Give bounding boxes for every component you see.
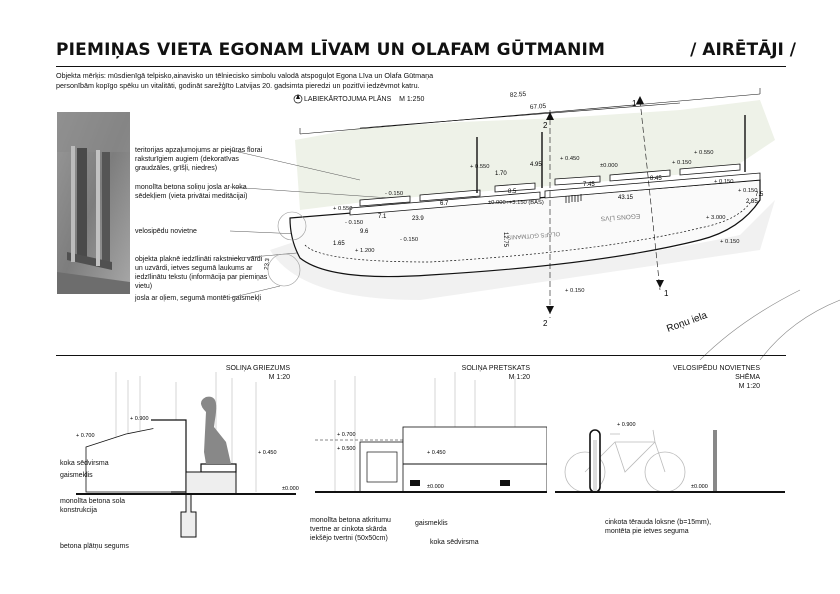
svg-text:+ 0.450: + 0.450 [560, 156, 580, 162]
svg-text:+ 0.550: + 0.550 [333, 206, 353, 212]
section-b-drawing: + 0.700 + 0.500 + 0.450 ±0.000 [315, 372, 547, 493]
svg-text:+ 0.900: + 0.900 [617, 422, 636, 428]
label-bin: monolīta betona atkritumu tvertne ar cin… [310, 517, 391, 542]
svg-text:+ 0.150: + 0.150 [714, 179, 734, 185]
legend-bike-rack: velosipēdu novietne [135, 228, 197, 235]
section-a-drawing: + 0.700 + 0.900 + 0.450 ±0.000 [76, 372, 299, 538]
section-mark-1-top: 1 [632, 99, 637, 108]
label-light-b: gaismeklis [415, 520, 448, 527]
mid-rule [56, 355, 786, 356]
svg-text:2.85: 2.85 [746, 199, 758, 205]
bicycle-icon [564, 429, 686, 493]
svg-text:±0.000: ±0.000 [600, 163, 618, 169]
svg-text:9.6: 9.6 [360, 229, 369, 235]
svg-text:+ 0.450: + 0.450 [258, 450, 277, 456]
name-egons: EGONS LĪVS [600, 212, 640, 223]
svg-text:±0.000: ±0.000 [282, 486, 299, 492]
label-steel-sheet: cinkota tērauda loksne (b=15mm), montēta… [605, 519, 712, 535]
svg-text:23.3: 23.3 [264, 257, 271, 270]
svg-text:+ 0.900: + 0.900 [130, 416, 149, 422]
svg-text:- 0.150: - 0.150 [400, 237, 418, 243]
section-mark-1-bottom: 1 [664, 289, 669, 298]
legend-benches: monolīta betona soliņu josla ar koka sēd… [135, 184, 248, 200]
svg-text:1.65: 1.65 [333, 241, 345, 247]
legend-pebbles: josla ar oļiem, segumā montēti gaismekļi [135, 295, 262, 302]
svg-text:6.7: 6.7 [440, 201, 449, 207]
section-c-drawing: + 0.900 ±0.000 [555, 422, 785, 493]
svg-text:+ 0.700: + 0.700 [337, 432, 356, 438]
legend-names: objekta plaknē iedzīlināti rakstnieku vā… [135, 256, 268, 290]
svg-text:+ 0.150: + 0.150 [720, 239, 740, 245]
label-wood-seat-b: koka sēdvirsma [430, 539, 479, 546]
svg-text:+ 0.500: + 0.500 [337, 446, 356, 452]
north-arrow-icon [293, 94, 303, 104]
street-name: Roņu iela [665, 310, 709, 335]
svg-text:+ 1.200: + 1.200 [355, 248, 375, 254]
svg-text:+ 0.450: + 0.450 [427, 450, 446, 456]
svg-text:+ 0.550: + 0.550 [694, 150, 714, 156]
svg-text:+ 0.150: + 0.150 [565, 288, 585, 294]
legend-greenery: teritorijas apzaļumojums ar piejūras flo… [135, 147, 263, 172]
model-photo [57, 112, 130, 294]
label-bench-construction: monolīta betona sola konstrukcija [60, 498, 125, 514]
svg-text:4.95: 4.95 [530, 162, 542, 168]
svg-text:1.70: 1.70 [495, 171, 507, 177]
label-light: gaismeklis [60, 472, 93, 479]
svg-text:12.75: 12.75 [502, 232, 508, 248]
svg-text:±0.000: ±0.000 [691, 484, 708, 490]
sheet-title: PIEMIŅAS VIETA EGONAM LĪVAM UN OLAFAM GŪ… [56, 40, 606, 60]
svg-text:43.15: 43.15 [618, 195, 634, 201]
section-mark-2-bottom: 2 [543, 319, 548, 328]
svg-text:+ 0.550: + 0.550 [470, 164, 490, 170]
top-rule [56, 66, 786, 67]
svg-text:23.9: 23.9 [412, 216, 424, 222]
svg-text:±0.000: ±0.000 [427, 484, 444, 490]
svg-text:8.5: 8.5 [508, 189, 517, 195]
svg-text:7.5: 7.5 [755, 192, 764, 198]
svg-text:67.05: 67.05 [530, 103, 547, 111]
svg-text:7.1: 7.1 [378, 214, 387, 220]
section-mark-2-top: 2 [543, 121, 548, 130]
site-plan: 82.55 67.05 EGONS LĪVS OLAFS GŪTMANIS 2 … [229, 88, 840, 360]
description: Objekta mērķis: mūsdienīgā telpisko,aina… [56, 71, 434, 90]
svg-text:- 0.150: - 0.150 [345, 220, 363, 226]
svg-text:+ 3.000: + 3.000 [706, 215, 726, 221]
name-olafs: OLAFS GŪTMANIS [507, 230, 560, 241]
plan-title: LABIEKĀRTOJUMA PLĀNS M 1:250 [304, 96, 425, 103]
sheet-tag: / AIRĒTĀJI / [690, 40, 796, 60]
svg-text:±0.000÷+3.150 (BAS): ±0.000÷+3.150 (BAS) [488, 200, 544, 206]
svg-text:- 0.150: - 0.150 [385, 191, 403, 197]
svg-text:+ 0.150: + 0.150 [738, 188, 758, 194]
svg-text:+ 0.700: + 0.700 [76, 433, 95, 439]
svg-text:8.45: 8.45 [650, 176, 662, 182]
label-wood-seat: koka sēdvirsma [60, 460, 109, 467]
svg-text:82.55: 82.55 [510, 91, 527, 99]
svg-text:+ 0.150: + 0.150 [672, 160, 692, 166]
label-paving: betona plātņu segums [60, 543, 129, 550]
svg-text:7.45: 7.45 [583, 182, 595, 188]
